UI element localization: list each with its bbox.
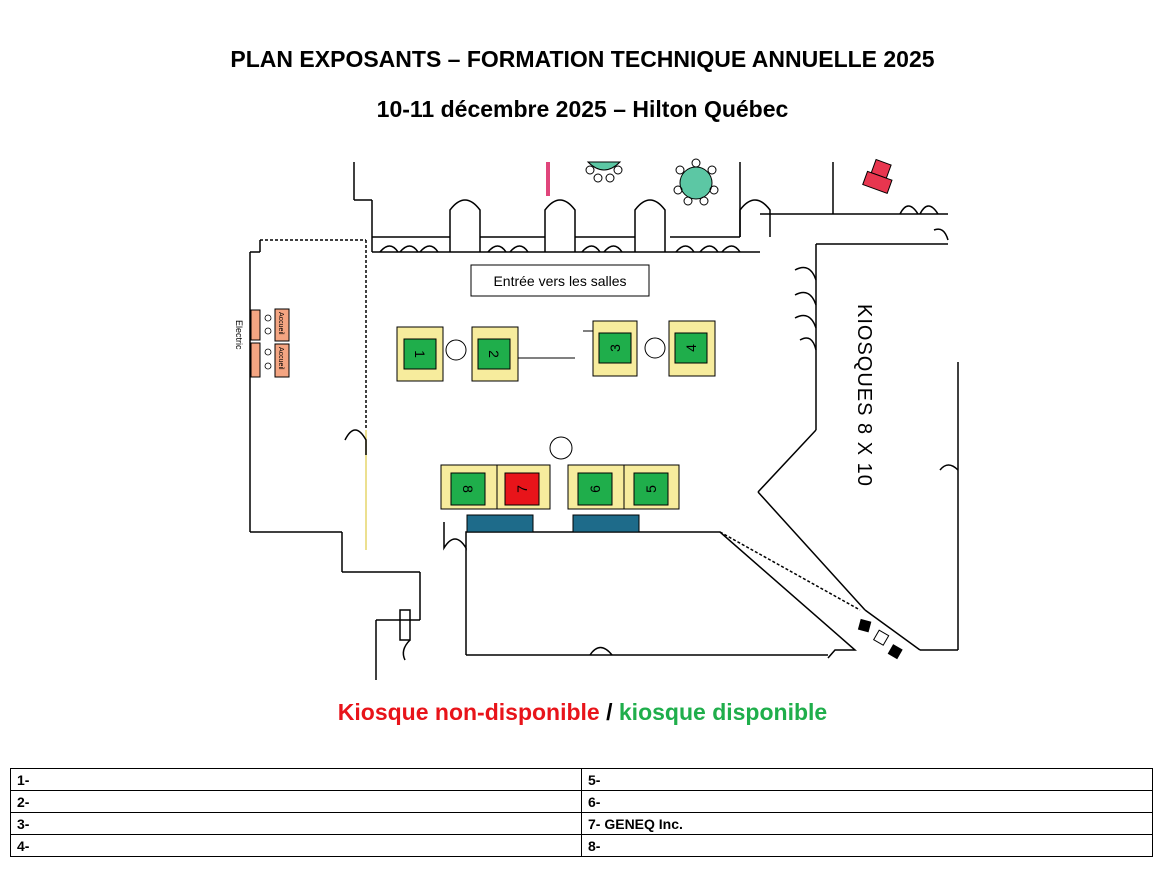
- booths: 1 2 3 4 5 6 7 8: [396, 320, 716, 510]
- table-cell: 2-: [10, 790, 582, 813]
- booth-available: [477, 338, 511, 370]
- booth-available: [633, 472, 669, 506]
- exhibitor-table: 1- 5- 2- 6- 3- 7- GENEQ Inc. 4- 8-: [10, 768, 1153, 857]
- table-cell: 5-: [581, 768, 1153, 791]
- legend-unavailable: Kiosque non-disponible: [337, 699, 600, 725]
- cocktail-tables: [445, 337, 666, 460]
- legend-available: kiosque disponible: [618, 699, 828, 725]
- booth-number: 7: [514, 485, 530, 493]
- table-row: 3- 7- GENEQ Inc.: [10, 812, 1153, 835]
- round-table: [673, 158, 719, 206]
- booth-7: 7: [496, 464, 551, 510]
- entrance-box: [470, 264, 650, 297]
- floor-plan: Entrée vers les salles KIOSQUES 8 X 10 E…: [234, 158, 959, 680]
- booth-available: [450, 472, 486, 506]
- booth-number: 1: [412, 350, 428, 358]
- booth-6: 6: [567, 464, 625, 510]
- reception-label: Accueil: [277, 347, 284, 370]
- booth-available: [598, 332, 632, 364]
- booth-number: 8: [460, 485, 476, 493]
- booth-available: [674, 332, 708, 364]
- booth-5: 5: [623, 464, 680, 510]
- reception-label: Accueil: [277, 312, 284, 335]
- table-row: 4- 8-: [10, 834, 1153, 857]
- electric-label: Electric: [234, 320, 244, 350]
- table-row: 1- 5-: [10, 768, 1153, 791]
- table-cell: 1-: [10, 768, 582, 791]
- stanchion-rails: [516, 330, 594, 359]
- booth-available: [577, 472, 613, 506]
- booth-8: 8: [440, 464, 498, 510]
- display-table: [466, 514, 640, 533]
- booth-4: 4: [668, 320, 716, 377]
- black-marker: [857, 618, 903, 660]
- entrance-label: Entrée vers les salles: [493, 273, 626, 289]
- page-title: PLAN EXPOSANTS – FORMATION TECHNIQUE ANN…: [230, 46, 935, 72]
- legend: Kiosque non-disponible / kiosque disponi…: [0, 699, 1165, 726]
- booth-unavailable: [504, 472, 540, 506]
- booth-1: 1: [396, 326, 444, 382]
- booth-number: 2: [486, 350, 502, 358]
- booth-number: 4: [683, 344, 699, 352]
- booth-2: 2: [471, 326, 519, 382]
- booth-number: 6: [587, 485, 603, 493]
- kiosk-zone-label: KIOSQUES 8 X 10: [853, 304, 875, 487]
- reception-desk: [250, 308, 290, 378]
- red-divider: [546, 162, 550, 196]
- legend-separator: /: [599, 699, 619, 725]
- table-cell: 4-: [10, 834, 582, 857]
- booth-available: [403, 338, 437, 370]
- table-row: 2- 6-: [10, 790, 1153, 813]
- booth-number: 5: [643, 485, 659, 493]
- table-cell: 8-: [581, 834, 1153, 857]
- table-cell: 3-: [10, 812, 582, 835]
- booth-3: 3: [592, 320, 638, 377]
- table-cell: 7- GENEQ Inc.: [581, 812, 1153, 835]
- walls: [249, 162, 959, 680]
- round-table: [585, 161, 623, 183]
- booth-number: 3: [607, 344, 623, 352]
- event-date-location: 10-11 décembre 2025 – Hilton Québec: [376, 96, 789, 122]
- table-cell: 6-: [581, 790, 1153, 813]
- red-furniture: [862, 158, 893, 195]
